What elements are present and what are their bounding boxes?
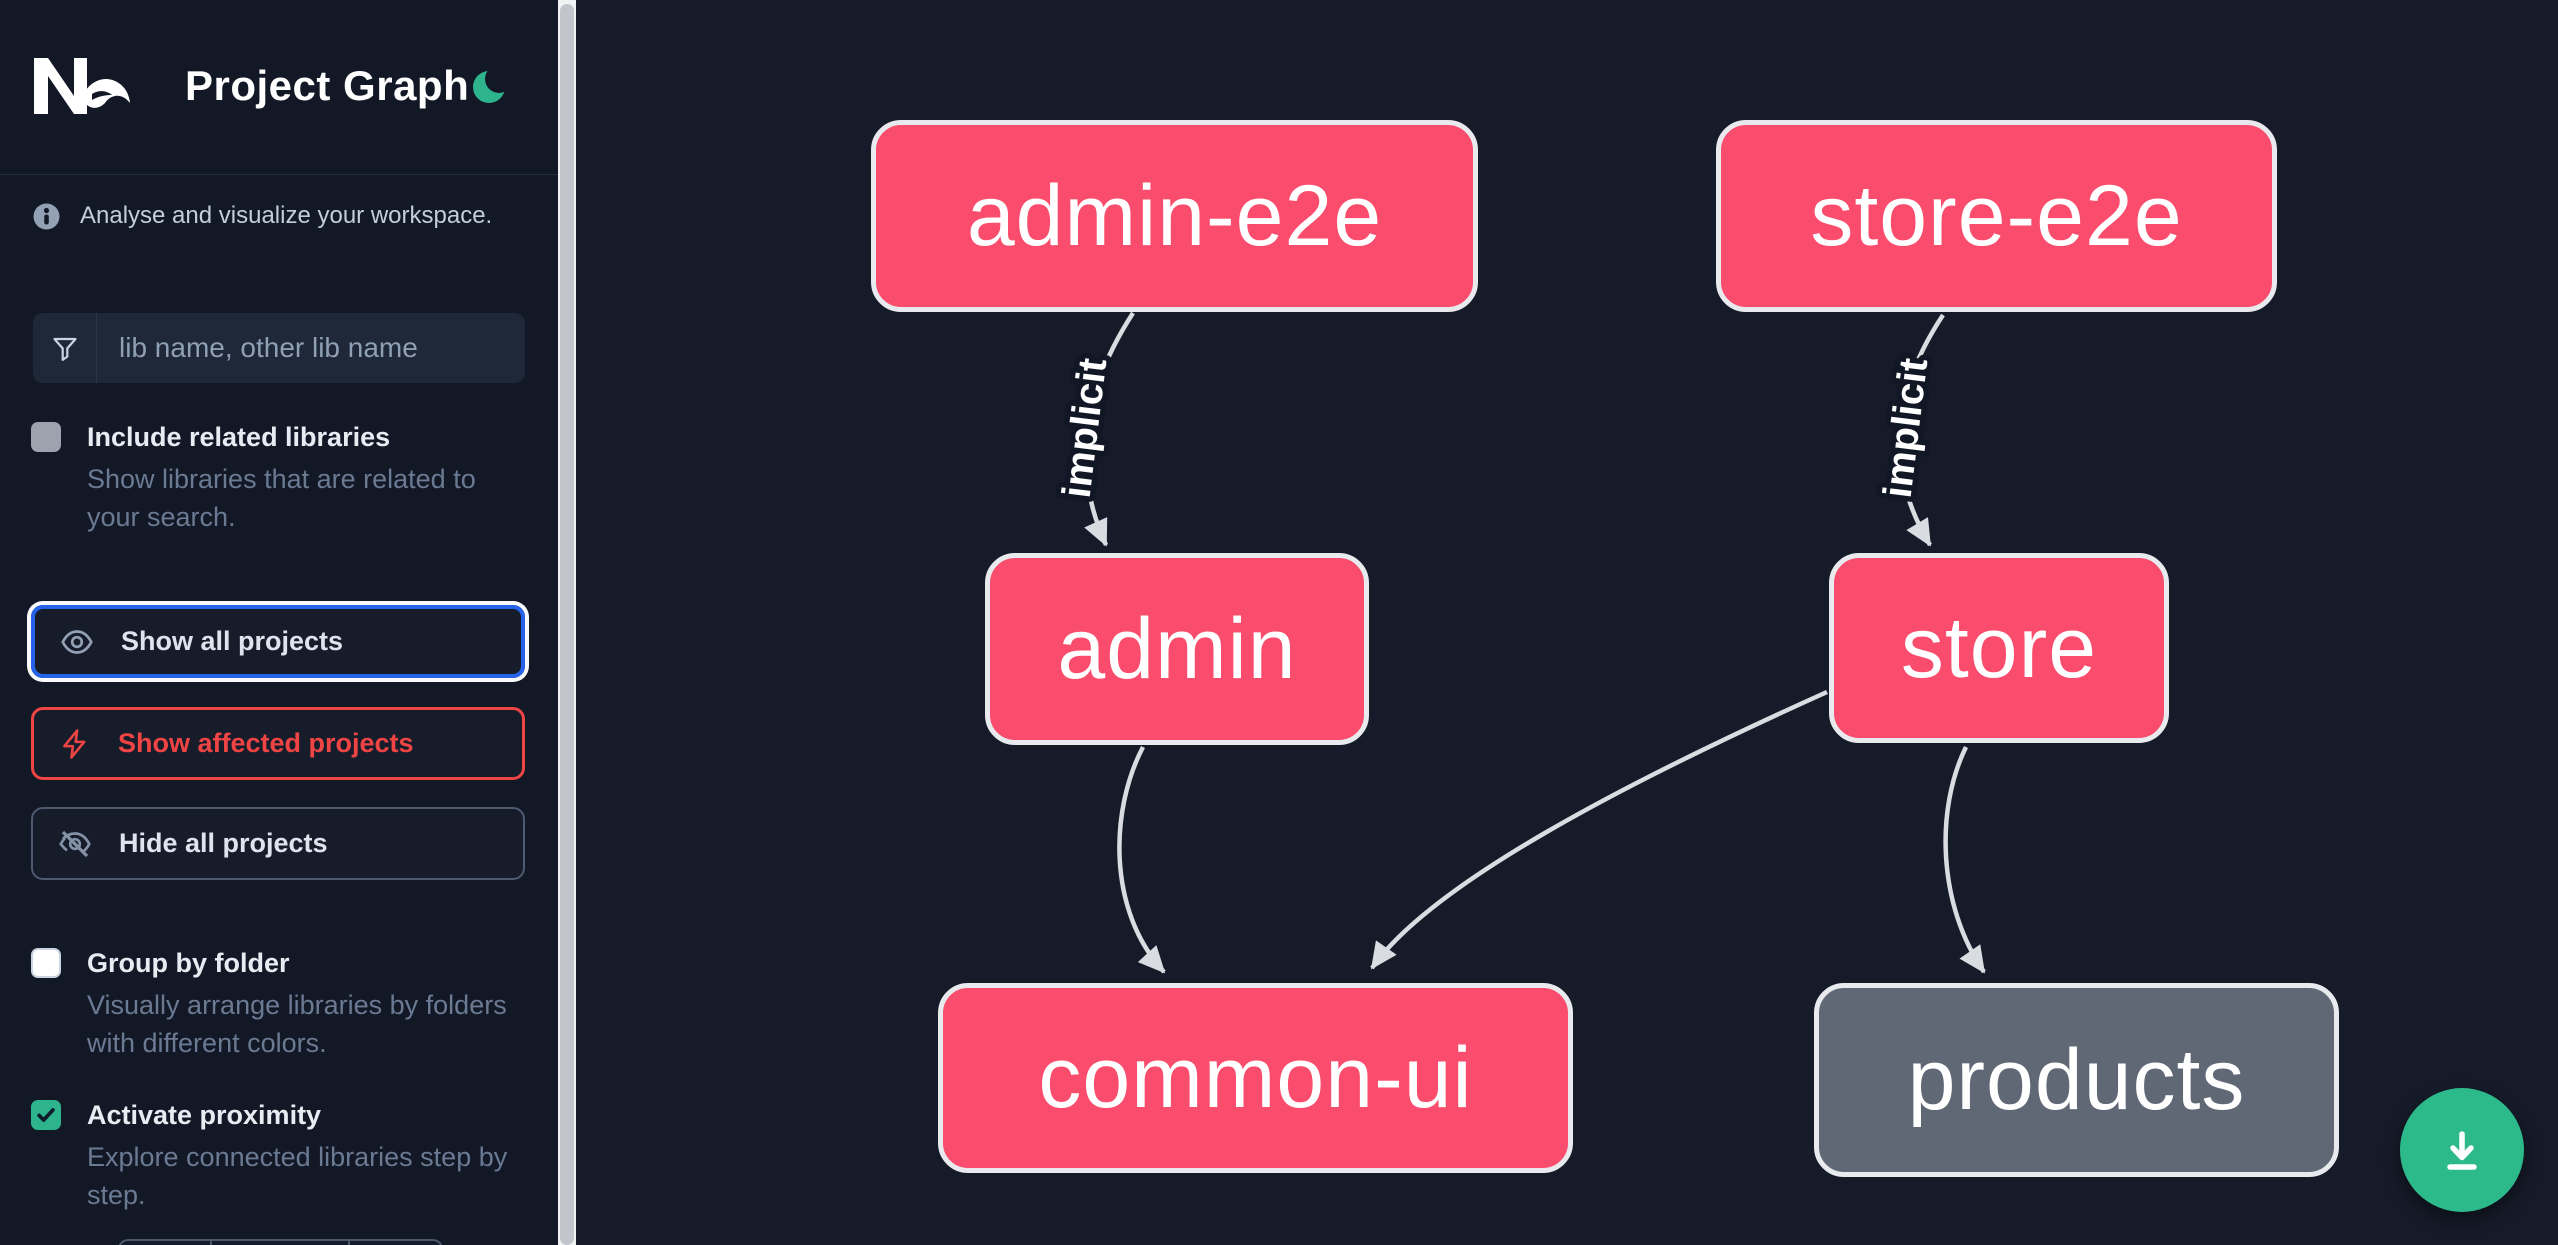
edge-store-common-ui (1370, 689, 1828, 970)
nx-logo (34, 58, 130, 114)
graph-node-products[interactable]: products (1814, 983, 2339, 1177)
tagline-text: Analyse and visualize your workspace. (80, 202, 493, 229)
download-icon (2447, 1131, 2477, 1170)
bolt-icon (63, 728, 86, 759)
show-affected-projects-button[interactable]: Show affected projects (31, 707, 525, 780)
checkbox-group-by-folder[interactable] (31, 948, 61, 978)
graph-node-store-e2e[interactable]: store-e2e (1716, 120, 2277, 312)
eye-off-icon (59, 830, 91, 857)
option-description: Show libraries that are related to your … (87, 464, 476, 532)
moon-icon (473, 64, 513, 103)
stepper-segment[interactable] (212, 1241, 350, 1245)
edge-label-implicit[interactable]: implicit (1870, 350, 1942, 505)
eye-icon (61, 629, 93, 654)
option-label: Group by folder (87, 948, 290, 978)
option-group-by-folder: Group by folder Visually arrange librari… (31, 946, 511, 1062)
stepper-segment[interactable] (350, 1241, 443, 1245)
option-include-related-libraries: Include related libraries Show libraries… (31, 420, 511, 536)
show-all-projects-button[interactable]: Show all projects (31, 605, 525, 678)
search-box (33, 313, 525, 383)
hide-all-projects-button[interactable]: Hide all projects (31, 807, 525, 880)
proximity-depth-stepper[interactable] (118, 1239, 443, 1245)
graph-node-admin-e2e[interactable]: admin-e2e (871, 120, 1478, 312)
sidebar-scrollbar[interactable] (558, 0, 576, 1245)
option-description: Explore connected libraries step by step… (87, 1142, 508, 1210)
checkbox-activate-proximity[interactable] (31, 1100, 61, 1130)
sidebar-header: Project Graph (0, 0, 558, 175)
workspace-tagline: Analyse and visualize your workspace. (33, 202, 533, 230)
graph-node-admin[interactable]: admin (985, 553, 1369, 745)
option-label: Include related libraries (87, 422, 391, 452)
info-icon (33, 203, 60, 229)
option-description: Visually arrange libraries by folders wi… (87, 990, 507, 1058)
edge-store-e2e-store (1897, 313, 1945, 547)
button-label: Hide all projects (119, 828, 328, 858)
option-activate-proximity: Activate proximity Explore connected lib… (31, 1098, 511, 1214)
theme-toggle-button[interactable] (466, 60, 518, 112)
sidebar: Project Graph Analyse and visualize your… (0, 0, 558, 1245)
graph-node-common-ui[interactable]: common-ui (938, 983, 1573, 1173)
search-input[interactable] (97, 313, 525, 383)
check-icon (37, 1108, 55, 1122)
edge-admin-e2e-admin (1083, 311, 1135, 547)
edge-store-products (1943, 746, 1986, 974)
scrollbar-thumb[interactable] (560, 4, 574, 1245)
graph-node-store[interactable]: store (1829, 553, 2169, 743)
edge-label-implicit[interactable]: implicit (1049, 350, 1121, 505)
download-graph-button[interactable] (2400, 1088, 2524, 1212)
option-label: Activate proximity (87, 1100, 322, 1130)
stepper-segment[interactable] (120, 1241, 212, 1245)
app-title: Project Graph (185, 62, 470, 109)
button-label: Show all projects (121, 626, 344, 656)
button-label: Show affected projects (118, 728, 414, 758)
edge-admin-common-ui (1117, 745, 1166, 974)
filter-icon (33, 313, 97, 383)
checkbox-include-related-libraries[interactable] (31, 422, 61, 452)
